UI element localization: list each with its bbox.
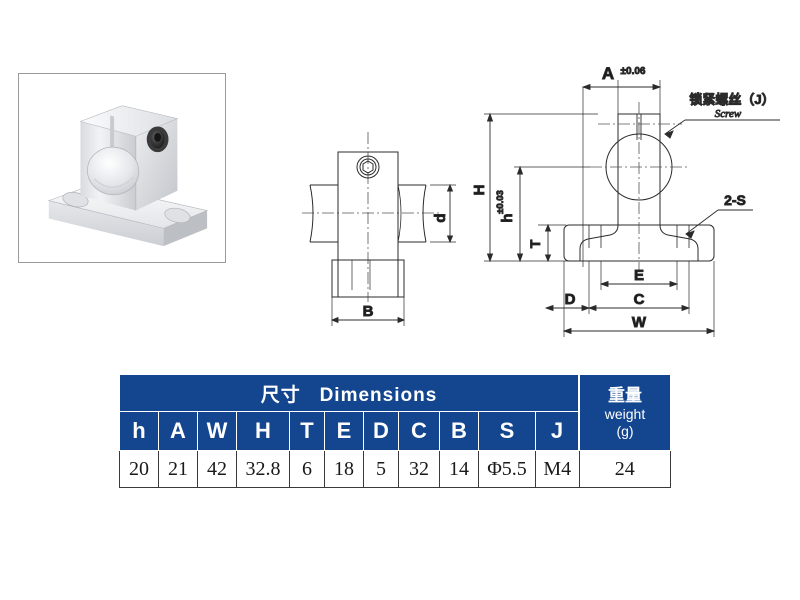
table-symbol-W: W <box>197 411 237 451</box>
front-view-dim-W: W <box>562 261 716 337</box>
side-view-screw-outer <box>356 155 380 179</box>
side-view-label-B: B <box>363 303 374 320</box>
table-value-A: 21 <box>158 450 198 488</box>
table-symbol-row: h A W H T E D C B S J <box>119 411 671 451</box>
front-view-label-W: W <box>632 314 647 331</box>
table-symbol-E: E <box>324 411 364 451</box>
product-photo <box>19 74 225 262</box>
side-view-screw-hex <box>362 160 374 174</box>
table-value-h: 20 <box>119 450 159 488</box>
side-view-body <box>337 151 399 298</box>
front-view-label-E: E <box>634 267 644 284</box>
front-view-label-D: D <box>565 291 576 308</box>
table-value-D: 5 <box>363 450 399 488</box>
table-symbol-H: H <box>236 411 290 451</box>
table-symbol-T: T <box>289 411 325 451</box>
front-view-label-h-tol: ±0.03 <box>495 190 506 214</box>
front-view-drawing: A ±0.06 H h ±0.03 T <box>470 62 795 347</box>
side-view-shaft-right-break <box>422 184 427 243</box>
side-view-label-d: d <box>432 213 449 222</box>
table-title-cn: 尺寸 <box>260 384 301 406</box>
side-view-shaft-left <box>310 184 338 243</box>
side-view-screw-inner <box>359 158 377 176</box>
photo-base-right-face <box>163 210 208 247</box>
front-view-label-screw-cn: 锁紧螺丝（J） <box>689 92 774 107</box>
front-view-label-H: H <box>471 185 488 196</box>
table-value-E: 18 <box>324 450 364 488</box>
table-title-row: 尺寸 Dimensions 重量 weight (g) <box>119 374 671 451</box>
table-symbol-J: J <box>535 411 580 451</box>
table-title-cell: 尺寸 Dimensions <box>119 374 580 412</box>
table-symbol-C: C <box>398 411 440 451</box>
table-title-en: Dimensions <box>319 384 438 406</box>
front-view-label-C: C <box>634 291 645 308</box>
front-view-dim-D: D <box>544 261 591 314</box>
front-view-dim-T: T <box>527 223 566 263</box>
table-symbol-B: B <box>439 411 479 451</box>
side-view-dim-B: B <box>330 297 406 326</box>
front-view-dim-A: A ±0.06 <box>581 64 662 267</box>
front-view-leader-2S: 2-S <box>685 192 753 239</box>
side-view-shaft-right <box>398 184 426 243</box>
photo-texture <box>77 112 193 224</box>
side-view-dim-d: d <box>430 183 456 244</box>
table-value-H: 32.8 <box>236 450 290 488</box>
side-view-shaft-left-break <box>309 184 314 243</box>
table-value-weight: 24 <box>578 450 671 488</box>
weight-label-unit: (g) <box>616 422 634 439</box>
weight-label-en: weight <box>604 406 646 422</box>
side-view-base-right <box>398 259 405 298</box>
weight-label-cn: 重量 <box>608 385 642 405</box>
side-view-drawing: d B <box>290 130 490 340</box>
front-view-label-h: h <box>499 213 516 222</box>
side-view-base-left <box>331 259 338 298</box>
photo-screw-hex <box>154 132 162 142</box>
dimensions-table: 尺寸 Dimensions 重量 weight (g) h A W H T E … <box>119 374 671 488</box>
front-view-dim-H: H <box>471 112 598 263</box>
front-view-dim-h: h ±0.03 <box>495 165 590 263</box>
front-view-leader-screw: 锁紧螺丝（J） Screw <box>664 92 780 139</box>
table-value-row: 20 21 42 32.8 6 18 5 32 14 Φ5.5 M4 24 <box>119 450 671 488</box>
front-view-dim-E: E <box>599 261 679 290</box>
front-view-label-screw-en: Screw <box>715 108 742 120</box>
table-value-T: 6 <box>289 450 325 488</box>
photo-base-front-face <box>48 200 164 247</box>
front-view-dim-C: C <box>587 261 691 314</box>
table-value-S: Φ5.5 <box>478 450 536 488</box>
front-view-label-A-tol: ±0.06 <box>621 66 646 77</box>
front-view-label-A: A <box>602 64 614 83</box>
table-symbol-h: h <box>119 411 159 451</box>
photo-base-hole-right <box>164 207 191 224</box>
table-symbol-S: S <box>478 411 536 451</box>
table-value-J: M4 <box>535 450 580 488</box>
front-view-label-T: T <box>527 239 543 248</box>
table-symbol-A: A <box>158 411 198 451</box>
front-view-label-2S: 2-S <box>724 192 746 208</box>
table-weight-header: 重量 weight (g) <box>578 374 671 451</box>
table-value-C: 32 <box>398 450 440 488</box>
product-photo-frame <box>18 73 226 263</box>
table-value-B: 14 <box>439 450 479 488</box>
table-symbol-D: D <box>363 411 399 451</box>
table-value-W: 42 <box>197 450 237 488</box>
